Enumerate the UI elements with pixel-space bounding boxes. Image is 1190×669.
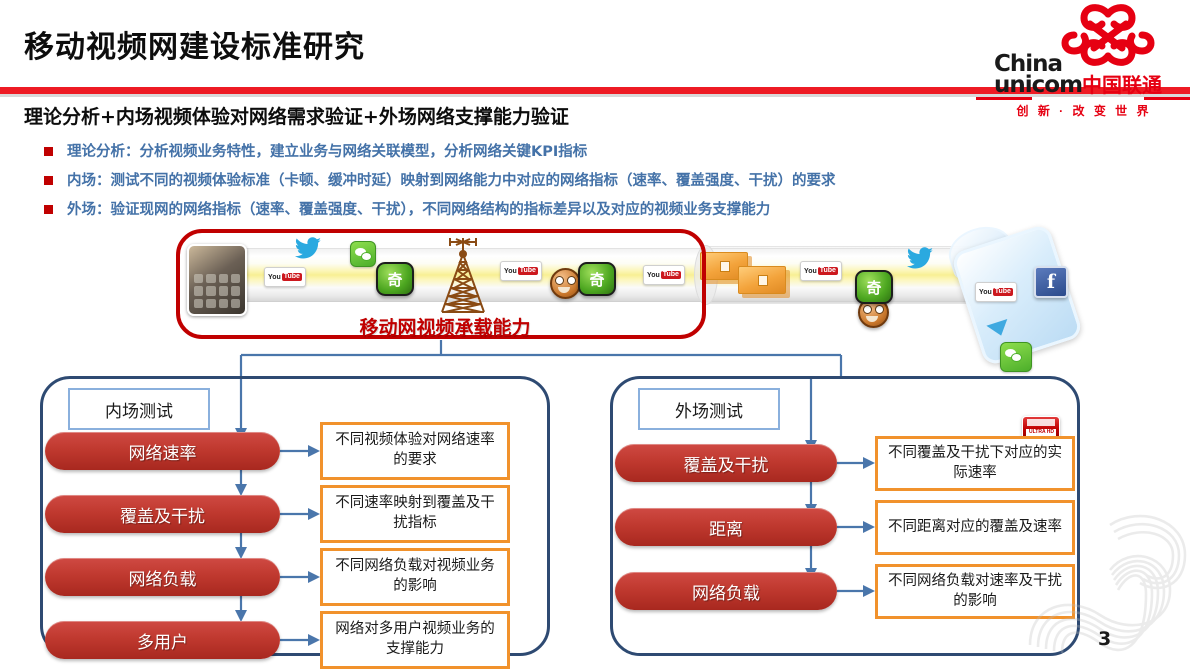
outdoor-step-2[interactable]: 距离: [615, 508, 837, 546]
bullet-item: 外场：验证现网的网络指标（速率、覆盖强度、干扰），不同网络结构的指标差异以及对应…: [44, 198, 1164, 222]
indoor-step-2[interactable]: 覆盖及干扰: [45, 495, 280, 533]
indoor-test-header: 内场测试: [68, 388, 210, 430]
router-icon: [738, 266, 786, 294]
iqiyi-icon: 奇: [578, 262, 616, 296]
indoor-outcome-3: 不同网络负载对视频业务的影响: [320, 548, 510, 606]
tablet-device: [187, 244, 247, 316]
iqiyi-icon: 奇: [855, 270, 893, 304]
facebook-icon: f: [1034, 266, 1068, 298]
header-divider-grey: [0, 94, 1190, 97]
twitter-icon: [293, 234, 323, 269]
logo-line-unicom-cn: 中国联通: [1082, 73, 1163, 98]
indoor-step-4[interactable]: 多用户: [45, 621, 280, 659]
outdoor-outcome-2: 不同距离对应的覆盖及速率: [875, 500, 1075, 555]
outdoor-step-1[interactable]: 覆盖及干扰: [615, 444, 837, 482]
bullet-text: 外场：验证现网的网络指标（速率、覆盖强度、干扰），不同网络结构的指标差异以及对应…: [67, 202, 771, 218]
logo-slogan: 创 新 · 改 变 世 界: [1016, 104, 1152, 118]
outdoor-test-panel: [610, 376, 1080, 656]
bullet-square-icon: [44, 176, 53, 185]
indoor-outcome-1: 不同视频体验对网络速率的要求: [320, 422, 510, 480]
indoor-step-1[interactable]: 网络速率: [45, 432, 280, 470]
bullet-square-icon: [44, 205, 53, 214]
logo-line-unicom: unicom: [994, 72, 1083, 99]
page-subtitle: 理论分析+内场视频体验对网络需求验证+外场网络支撑能力验证: [24, 106, 569, 128]
header-divider-red: [0, 87, 1190, 94]
page-title: 移动视频网建设标准研究: [24, 30, 365, 65]
china-unicom-logo: China unicom中国联通 创 新 · 改 变 世 界: [976, 4, 1190, 120]
iqiyi-icon: 奇: [376, 262, 414, 296]
indoor-outcome-4: 网络对多用户视频业务的支撑能力: [320, 611, 510, 669]
indoor-step-3[interactable]: 网络负载: [45, 558, 280, 596]
outdoor-outcome-1: 不同覆盖及干扰下对应的实际速率: [875, 436, 1075, 491]
bullet-text: 理论分析：分析视频业务特性，建立业务与网络关联模型，分析网络关键KPI指标: [67, 144, 588, 160]
twitter-icon: [905, 244, 935, 279]
sogou-icon: [550, 268, 581, 299]
indoor-test-panel: [40, 376, 550, 656]
unicom-watermark: [1028, 514, 1187, 654]
outdoor-test-header: 外场测试: [638, 388, 780, 430]
bullet-text: 内场：测试不同的视频体验标准（卡顿、缓冲时延）映射到网络能力中对应的网络指标（速…: [67, 173, 836, 189]
page-number: 3: [1098, 628, 1112, 650]
bullet-item: 内场：测试不同的视频体验标准（卡顿、缓冲时延）映射到网络能力中对应的网络指标（速…: [44, 169, 1164, 193]
outdoor-outcome-3: 不同网络负载对速率及干扰的影响: [875, 564, 1075, 619]
wechat-icon: [350, 241, 376, 267]
wechat-icon: [1000, 342, 1032, 372]
indoor-outcome-2: 不同速率映射到覆盖及干扰指标: [320, 485, 510, 543]
cell-tower-icon: [441, 238, 485, 313]
logo-wordmark: China unicom中国联通: [994, 51, 1170, 99]
bullet-square-icon: [44, 147, 53, 156]
mobile-video-capacity-box: [176, 229, 706, 339]
logo-line-china: China: [994, 51, 1063, 77]
logo-rule-left: [976, 97, 1032, 100]
bullet-item: 理论分析：分析视频业务特性，建立业务与网络关联模型，分析网络关键KPI指标: [44, 140, 1164, 164]
outdoor-step-3[interactable]: 网络负载: [615, 572, 837, 610]
mobile-video-capacity-label: 移动网视频承载能力: [359, 317, 531, 339]
bullet-list: 理论分析：分析视频业务特性，建立业务与网络关联模型，分析网络关键KPI指标 内场…: [44, 140, 1164, 227]
logo-rule-right: [1144, 97, 1190, 100]
tablet-app-grid: [194, 274, 240, 308]
unicom-knot-icon: [1061, 4, 1155, 66]
